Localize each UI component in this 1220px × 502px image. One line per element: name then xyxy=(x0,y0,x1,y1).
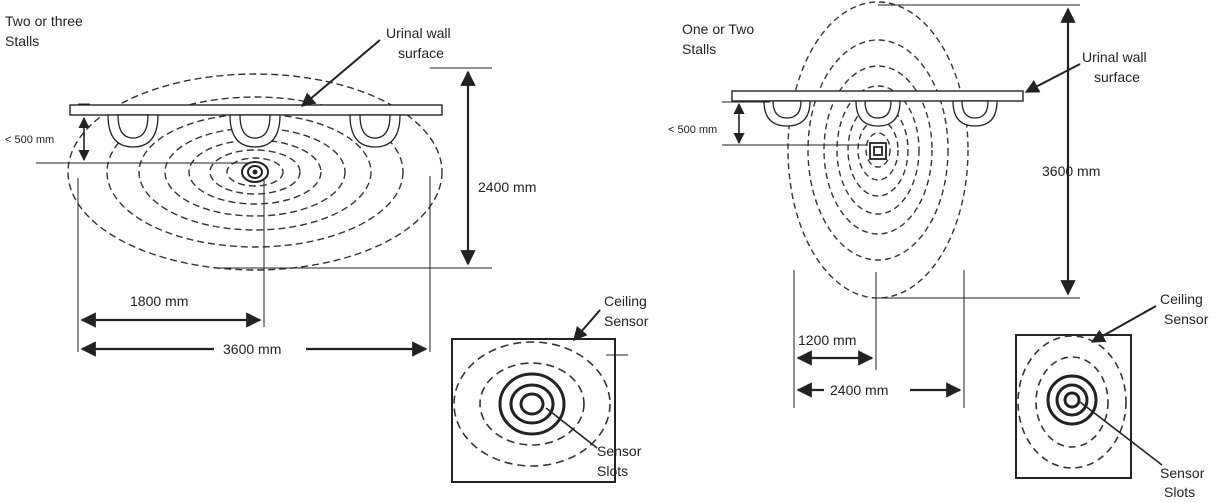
left-slots-leader xyxy=(545,407,598,449)
left-ceiling-leader-arrow xyxy=(573,309,601,342)
left-title-line2: Stalls xyxy=(5,33,39,49)
right-slots-label-line1: Sensor xyxy=(1160,465,1205,481)
right-title-line2: Stalls xyxy=(682,41,716,57)
right-wall-label-line2: surface xyxy=(1094,69,1140,85)
right-offset-label: < 500 mm xyxy=(668,124,717,136)
right-panel: One or Two Stalls Urinal wal xyxy=(668,1,1209,500)
right-slots-label-line2: Slots xyxy=(1164,484,1195,500)
right-title-line1: One or Two xyxy=(682,21,754,37)
left-width-label: 3600 mm xyxy=(223,341,281,357)
left-ceiling-label-line1: Ceiling xyxy=(604,293,647,309)
right-ceiling-label-line2: Sensor xyxy=(1164,311,1209,327)
left-slots-label-line2: Slots xyxy=(597,463,628,479)
left-slots-label-line1: Sensor xyxy=(597,443,642,459)
left-wall-leader-arrow xyxy=(300,39,381,107)
right-urinals xyxy=(763,100,998,127)
right-slots-leader xyxy=(1079,401,1163,466)
left-wall-label-line2: surface xyxy=(398,45,444,61)
left-half-width-label: 1800 mm xyxy=(130,293,188,309)
right-wall-label-line1: Urinal wall xyxy=(1082,49,1147,65)
right-urinal-wall xyxy=(731,90,1024,102)
left-urinal-wall xyxy=(69,104,443,116)
right-sensor-center xyxy=(869,142,887,160)
left-depth-label: 2400 mm xyxy=(478,179,536,195)
right-wall-leader-arrow xyxy=(1024,63,1081,93)
right-ceiling-sensor-inset xyxy=(1015,334,1132,479)
right-ceiling-leader-arrow xyxy=(1090,305,1157,343)
left-title-line1: Two or three xyxy=(5,13,83,29)
left-wall-label-line1: Urinal wall xyxy=(386,25,451,41)
right-width-label: 2400 mm xyxy=(830,382,888,398)
left-urinals xyxy=(107,114,401,148)
left-ceiling-label-line2: Sensor xyxy=(604,313,649,329)
left-ceiling-sensor-inset xyxy=(451,338,628,483)
right-coverage-pattern xyxy=(787,1,969,299)
right-depth-label: 3600 mm xyxy=(1042,163,1100,179)
right-half-width-label: 1200 mm xyxy=(798,332,856,348)
left-panel: Two or three Stalls U xyxy=(5,13,649,483)
left-offset-label: < 500 mm xyxy=(5,134,54,146)
left-sensor-center xyxy=(241,161,269,183)
right-ceiling-label-line1: Ceiling xyxy=(1160,291,1203,307)
